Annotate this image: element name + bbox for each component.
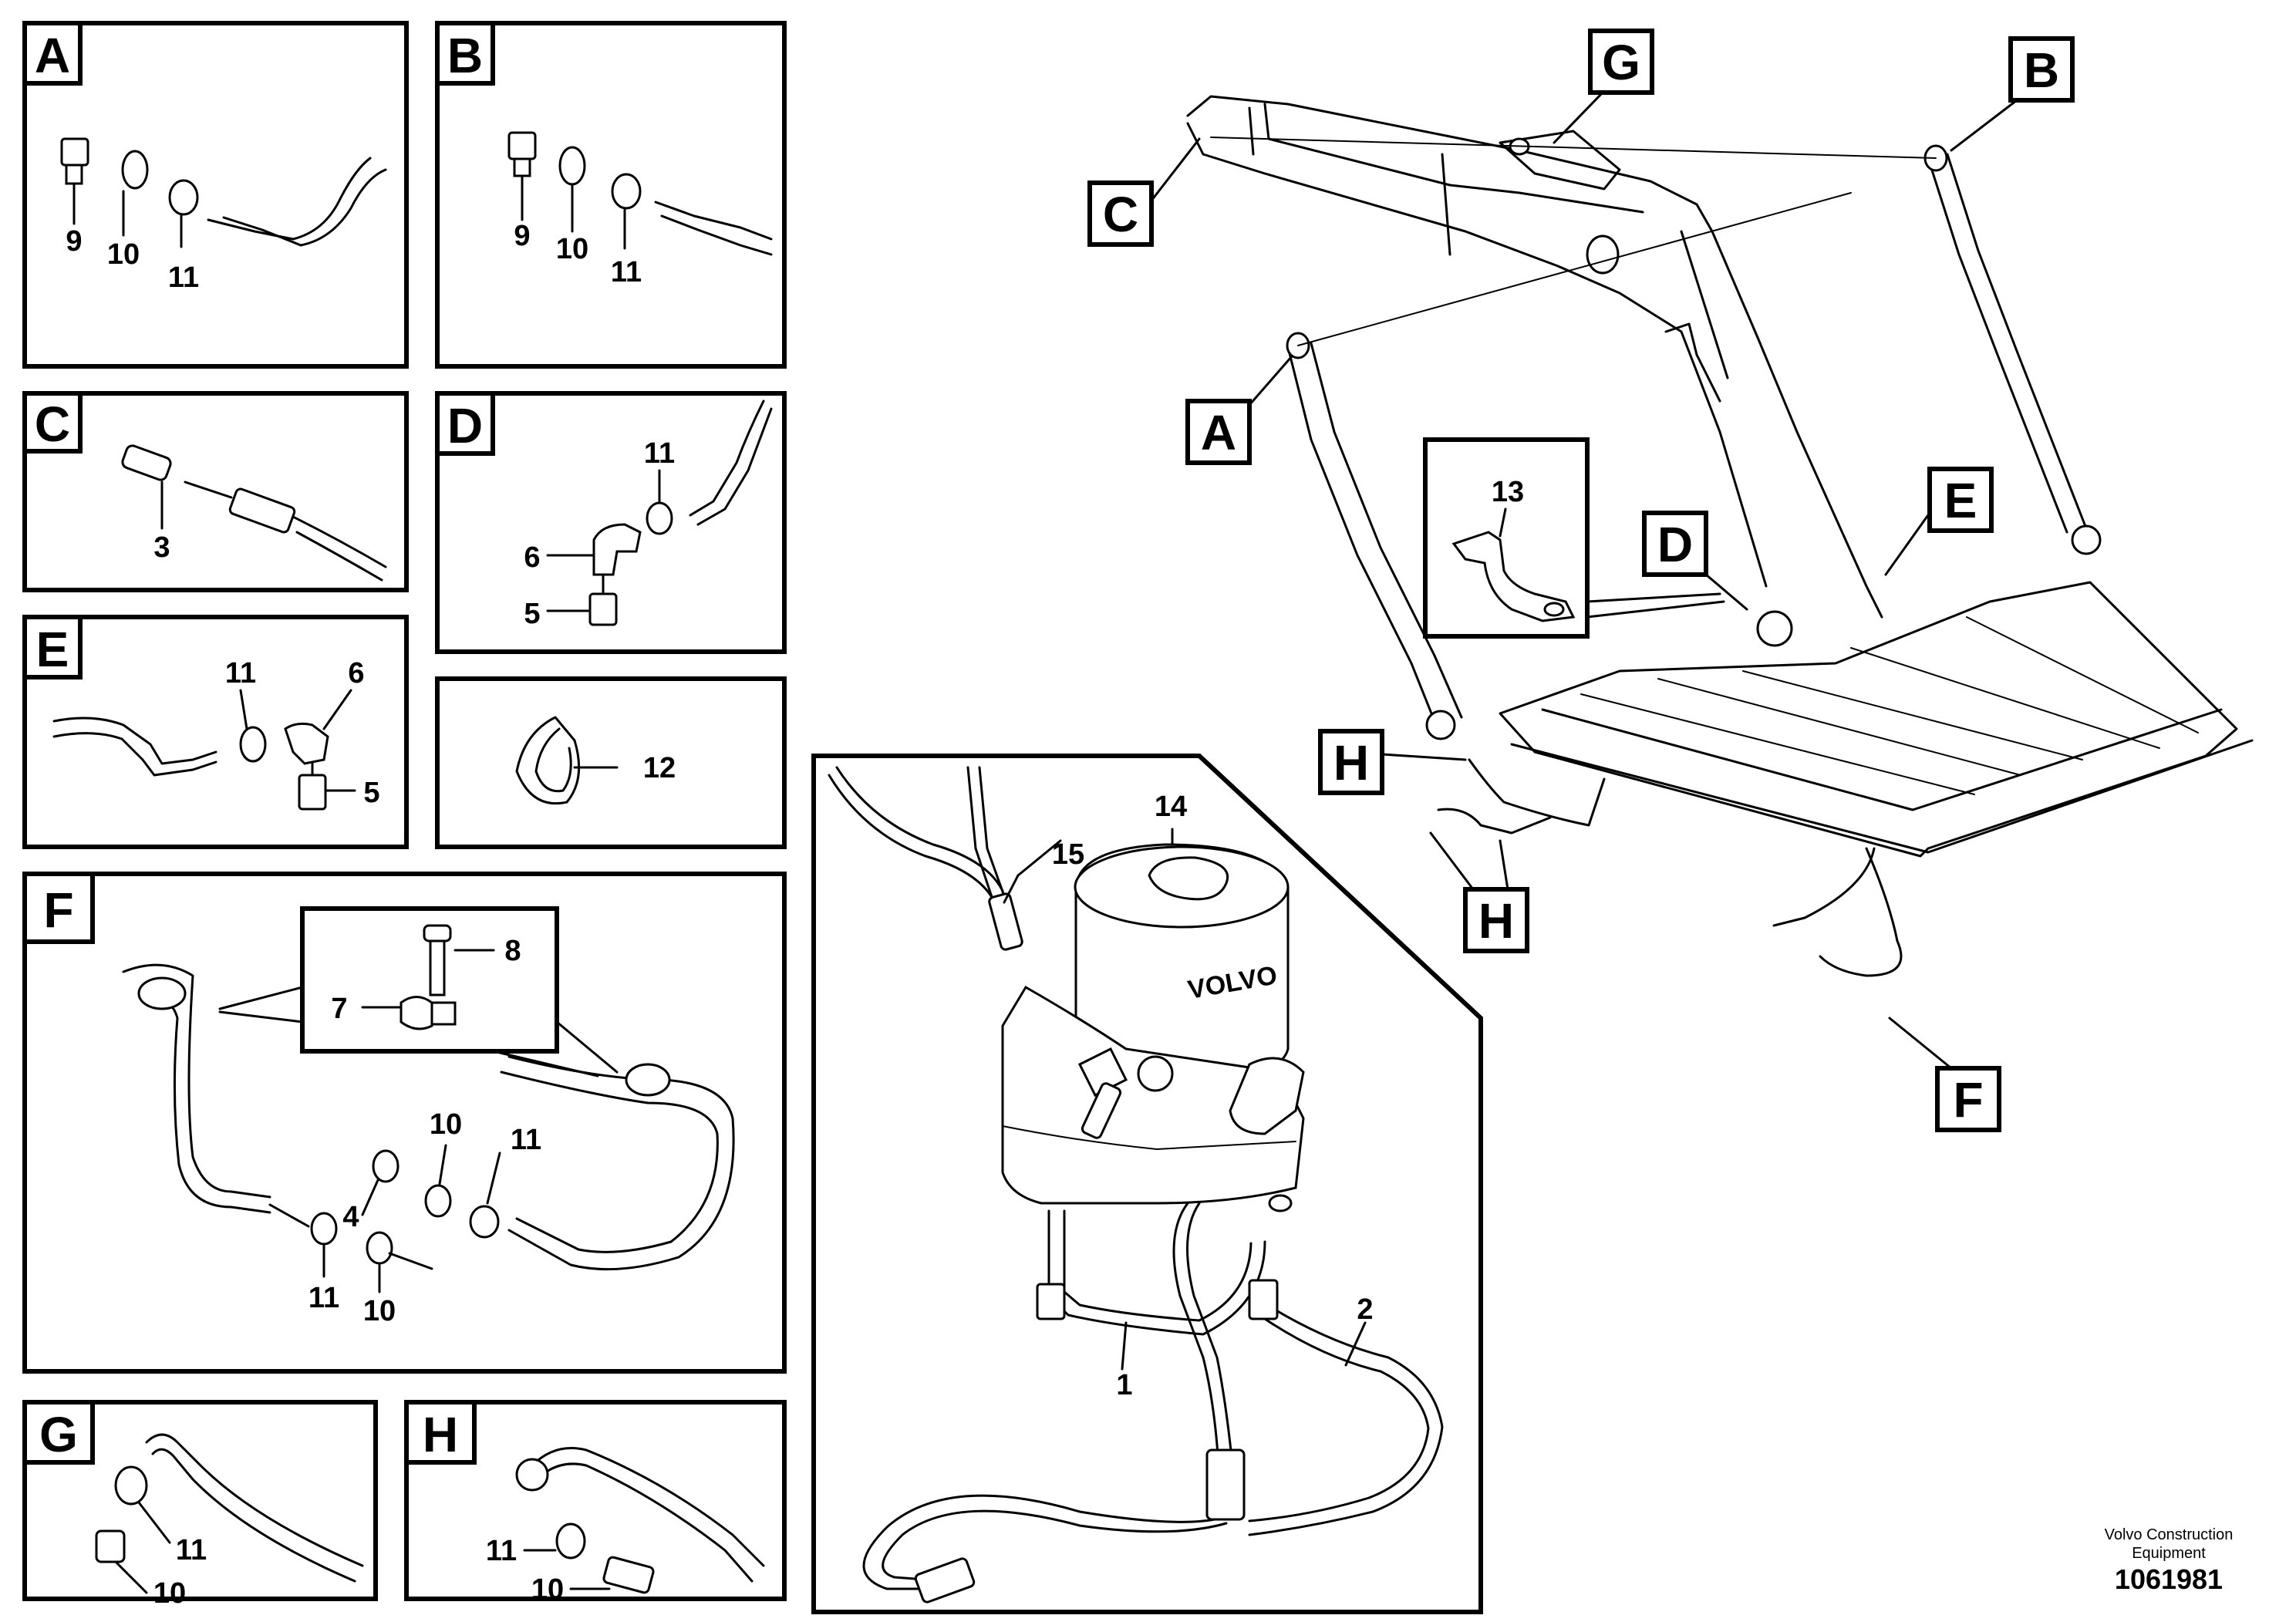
label-9: 9 <box>66 225 82 258</box>
panel-f: F 8 7 10 11 4 11 <box>22 872 787 1374</box>
label-11: 11 <box>225 657 256 690</box>
svg-text:B: B <box>2024 42 2059 98</box>
drawing-number: 1061981 <box>2114 1563 2224 1595</box>
callout-h-lower: H <box>1429 831 1529 953</box>
callout-d: D <box>1642 511 1748 611</box>
label-6: 6 <box>348 657 364 690</box>
label-5: 5 <box>524 598 540 630</box>
label-3: 3 <box>153 531 170 564</box>
panel-e-letter: E <box>36 622 69 677</box>
callout-a: A <box>1185 355 1293 465</box>
callout-c: C <box>1087 137 1201 247</box>
panel-h-letter: H <box>423 1407 458 1462</box>
label-10: 10 <box>363 1295 396 1327</box>
svg-text:C: C <box>1103 187 1138 242</box>
svg-text:F: F <box>1953 1072 1983 1128</box>
label-14: 14 <box>1155 791 1187 823</box>
label-10: 10 <box>531 1573 564 1606</box>
label-10: 10 <box>430 1108 462 1141</box>
panel-cable-tie: 12 <box>435 676 787 849</box>
panel-h: H 11 10 <box>404 1400 787 1606</box>
label-12: 12 <box>643 752 676 784</box>
svg-text:H: H <box>1333 735 1369 791</box>
label-10: 10 <box>556 233 588 265</box>
label-8: 8 <box>504 935 521 967</box>
panel-g-letter: G <box>39 1407 78 1462</box>
label-11: 11 <box>644 437 675 470</box>
svg-text:G: G <box>1602 35 1640 90</box>
callout-f: F <box>1888 1017 2001 1132</box>
label-10: 10 <box>153 1577 186 1610</box>
label-9: 9 <box>514 220 530 252</box>
credit-line-1: Volvo Construction <box>2104 1526 2234 1543</box>
panel-d-letter: D <box>447 398 483 454</box>
svg-text:E: E <box>1944 473 1977 528</box>
panel-e: E 11 6 5 <box>22 615 409 849</box>
label-13: 13 <box>1492 476 1524 508</box>
panel-c-letter: C <box>35 396 70 452</box>
panel-a: A 9 10 11 <box>22 21 409 369</box>
label-5: 5 <box>363 777 379 809</box>
panel-b: B 9 10 11 <box>435 21 787 369</box>
callout-e: E <box>1884 467 1994 576</box>
label-1: 1 <box>1116 1369 1132 1401</box>
label-6: 6 <box>524 541 540 574</box>
svg-text:H: H <box>1478 893 1514 949</box>
label-15: 15 <box>1052 838 1084 871</box>
panel-d: D 11 6 5 <box>435 391 787 654</box>
panel-g: G 11 10 <box>22 1400 378 1610</box>
panel-b-letter: B <box>447 28 483 83</box>
svg-text:D: D <box>1657 517 1693 572</box>
panel-pump: VOLVO 14 15 1 2 <box>811 754 1483 1614</box>
machine-overview: 13 <box>1186 95 2254 977</box>
panel-a-letter: A <box>35 28 70 83</box>
label-11: 11 <box>486 1535 517 1567</box>
publisher-credit: Volvo Construction Equipment 1061981 <box>2084 1526 2254 1597</box>
label-11: 11 <box>308 1282 339 1314</box>
panel-f-letter: F <box>43 882 73 938</box>
svg-text:A: A <box>1201 405 1236 460</box>
label-7: 7 <box>331 993 347 1025</box>
label-10: 10 <box>107 238 140 271</box>
label-4: 4 <box>342 1201 359 1233</box>
credit-line-2: Equipment <box>2132 1545 2206 1562</box>
panel-c: C 3 <box>22 391 409 592</box>
label-11: 11 <box>168 261 199 294</box>
callout-g: G <box>1553 29 1654 144</box>
label-11: 11 <box>511 1124 541 1156</box>
callout-h-upper: H <box>1318 729 1467 795</box>
label-11: 11 <box>611 256 642 288</box>
callout-b: B <box>1950 36 2075 152</box>
label-2: 2 <box>1357 1293 1373 1326</box>
label-11: 11 <box>176 1534 207 1566</box>
